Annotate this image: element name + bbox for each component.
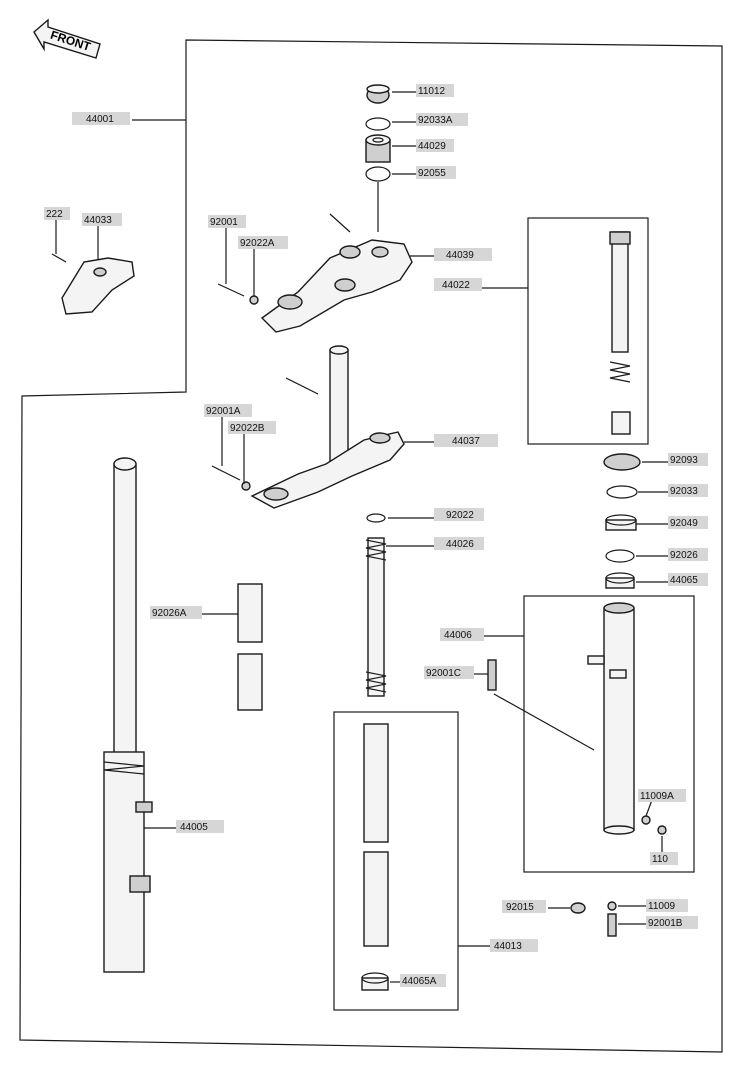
svg-text:92001A: 92001A xyxy=(206,406,241,417)
label-44039: 44039 xyxy=(434,248,492,261)
svg-text:92049: 92049 xyxy=(670,518,698,529)
label-44013: 44013 xyxy=(490,939,538,952)
stem-lower-bracket-44037 xyxy=(211,345,405,509)
svg-text:44006: 44006 xyxy=(444,630,472,641)
inner-tube-subassembly-box xyxy=(333,711,459,1011)
label-11012: 11012 xyxy=(416,84,454,97)
front-direction-badge: FRONT xyxy=(33,18,101,59)
label-110: 110 xyxy=(650,852,678,865)
bleed-part-110 xyxy=(657,825,667,835)
svg-text:92026A: 92026A xyxy=(152,608,187,619)
label-92001B: 92001B xyxy=(646,916,698,929)
inner-tube-44013 xyxy=(363,723,389,947)
label-92022B: 92022B xyxy=(228,421,276,434)
label-44006: 44006 xyxy=(440,628,484,641)
seal-92049 xyxy=(605,514,637,531)
washer-92015 xyxy=(570,902,586,914)
svg-text:92022: 92022 xyxy=(446,510,474,521)
washer-92055 xyxy=(365,166,391,182)
damper-subassembly-box xyxy=(527,217,649,445)
svg-text:92055: 92055 xyxy=(418,168,446,179)
svg-text:92001B: 92001B xyxy=(648,918,683,929)
svg-text:11012: 11012 xyxy=(418,86,446,97)
label-92015: 92015 xyxy=(502,900,546,913)
assembly-outline xyxy=(19,39,723,1053)
label-44026: 44026 xyxy=(434,537,484,550)
svg-text:222: 222 xyxy=(46,209,63,220)
label-92093: 92093 xyxy=(668,453,708,466)
label-92022A: 92022A xyxy=(238,236,288,249)
svg-text:44065: 44065 xyxy=(670,575,698,586)
label-92001C: 92001C xyxy=(424,666,474,679)
label-92026: 92026 xyxy=(668,548,708,561)
svg-text:92093: 92093 xyxy=(670,455,698,466)
label-44065A: 44065A xyxy=(400,974,446,987)
label-44033: 44033 xyxy=(82,213,122,226)
washer-92022 xyxy=(366,513,386,523)
ring-92026 xyxy=(605,549,635,563)
svg-text:92001: 92001 xyxy=(210,217,238,228)
label-44065: 44065 xyxy=(668,573,708,586)
label-92033A: 92033A xyxy=(416,113,468,126)
outer-tube-subassembly-box xyxy=(523,595,695,873)
upper-bracket-44039 xyxy=(260,213,413,333)
svg-text:44022: 44022 xyxy=(442,280,470,291)
label-44022: 44022 xyxy=(434,278,482,291)
svg-text:92022B: 92022B xyxy=(230,423,265,434)
bushing-44065 xyxy=(605,572,635,589)
svg-text:44033: 44033 xyxy=(84,215,112,226)
svg-text:11009: 11009 xyxy=(648,901,676,912)
label-92001: 92001 xyxy=(208,215,246,228)
svg-text:44037: 44037 xyxy=(452,436,480,447)
bracket-44033 xyxy=(51,253,135,315)
label-92055: 92055 xyxy=(416,166,456,179)
svg-text:44039: 44039 xyxy=(446,250,474,261)
ring-92033 xyxy=(606,485,638,499)
svg-text:92001C: 92001C xyxy=(426,668,461,679)
svg-text:92015: 92015 xyxy=(506,902,534,913)
label-44005: 44005 xyxy=(176,820,224,833)
svg-text:44026: 44026 xyxy=(446,539,474,550)
svg-text:110: 110 xyxy=(652,854,668,865)
bolt-92001 xyxy=(217,283,245,297)
damper-rod xyxy=(609,231,631,435)
svg-text:92033A: 92033A xyxy=(418,115,453,126)
label-222: 222 xyxy=(44,207,70,220)
label-92001A: 92001A xyxy=(204,404,252,417)
label-92022: 92022 xyxy=(434,508,484,521)
washer-11009 xyxy=(607,901,617,911)
label-44029: 44029 xyxy=(416,139,454,152)
svg-text:11009A: 11009A xyxy=(640,791,674,802)
fork-leg-44005 xyxy=(103,457,153,973)
nut-44029 xyxy=(365,134,391,163)
svg-text:44013: 44013 xyxy=(494,941,522,952)
o-ring-92033A xyxy=(365,117,391,131)
svg-text:92026: 92026 xyxy=(670,550,698,561)
spring-44026 xyxy=(365,537,387,697)
label-11009A: 11009A xyxy=(638,789,686,802)
cap-part xyxy=(366,84,390,104)
label-92026A: 92026A xyxy=(150,606,202,619)
label-44037: 44037 xyxy=(434,434,498,447)
svg-text:44001: 44001 xyxy=(86,114,114,125)
label-92033: 92033 xyxy=(668,484,708,497)
svg-text:44029: 44029 xyxy=(418,141,446,152)
outer-tube-44006 xyxy=(587,602,635,835)
leader-lines xyxy=(55,91,668,983)
seal-92093 xyxy=(603,453,641,471)
spacer-92026A xyxy=(237,583,263,711)
bolt-92001B xyxy=(607,913,617,937)
bushing-44065A xyxy=(361,972,389,991)
label-11009: 11009 xyxy=(646,899,688,912)
svg-text:44005: 44005 xyxy=(180,822,208,833)
svg-text:44065A: 44065A xyxy=(402,976,437,987)
bolt-92001C xyxy=(487,659,497,691)
svg-text:92022A: 92022A xyxy=(240,238,275,249)
bleed-part-11009A xyxy=(641,815,651,825)
label-92049: 92049 xyxy=(668,516,708,529)
svg-text:92033: 92033 xyxy=(670,486,698,497)
label-44001: 44001 xyxy=(72,112,130,125)
washer-92022A xyxy=(249,295,259,305)
